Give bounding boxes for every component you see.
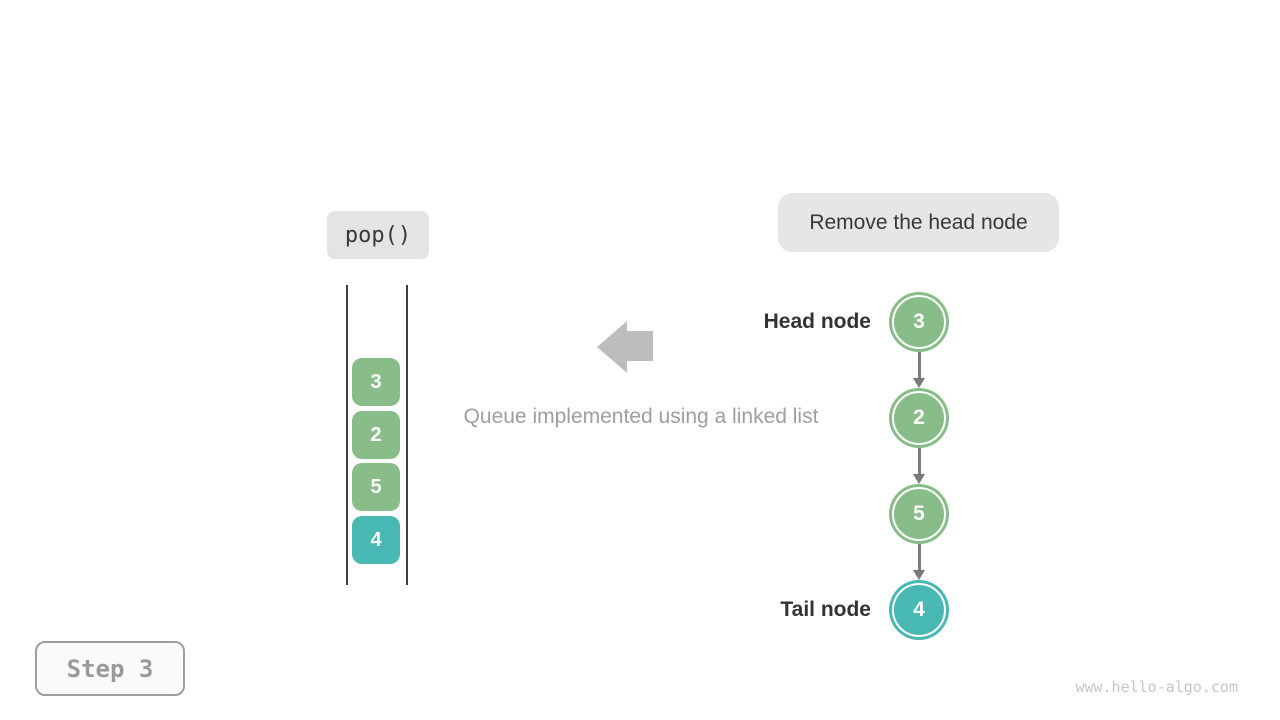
step-badge: Step 3 [35, 641, 185, 696]
arrow-head-icon [913, 378, 925, 388]
arrow-shaft [917, 352, 921, 380]
queue-item: 3 [352, 358, 400, 406]
left-arrow-icon [597, 321, 653, 373]
tail-node-label: Tail node [780, 598, 871, 621]
watermark: www.hello-algo.com [1075, 678, 1238, 696]
node-value: 4 [913, 598, 925, 621]
arrow-shaft [917, 544, 921, 572]
next-pointer-arrow [910, 544, 928, 580]
list-node: 2 [889, 388, 949, 448]
queue-item: 4 [352, 516, 400, 564]
arrow-head-icon [913, 474, 925, 484]
node-value: 2 [913, 406, 925, 429]
arrow-head-icon [913, 570, 925, 580]
left-arrow-shape [597, 321, 653, 373]
head-node-label: Head node [763, 310, 871, 333]
node-value: 3 [913, 310, 925, 333]
queue-left-wall [346, 285, 348, 585]
arrow-shaft [917, 448, 921, 476]
annotation-label: Remove the head node [778, 193, 1059, 252]
queue-item: 5 [352, 463, 400, 511]
list-node: 4 [889, 580, 949, 640]
list-node: 3 [889, 292, 949, 352]
queue-item: 2 [352, 411, 400, 459]
next-pointer-arrow [910, 448, 928, 484]
node-value: 5 [913, 502, 925, 525]
list-node: 5 [889, 484, 949, 544]
figure-caption: Queue implemented using a linked list [463, 405, 819, 428]
operation-label: pop() [327, 211, 429, 259]
next-pointer-arrow [910, 352, 928, 388]
queue-right-wall [406, 285, 408, 585]
